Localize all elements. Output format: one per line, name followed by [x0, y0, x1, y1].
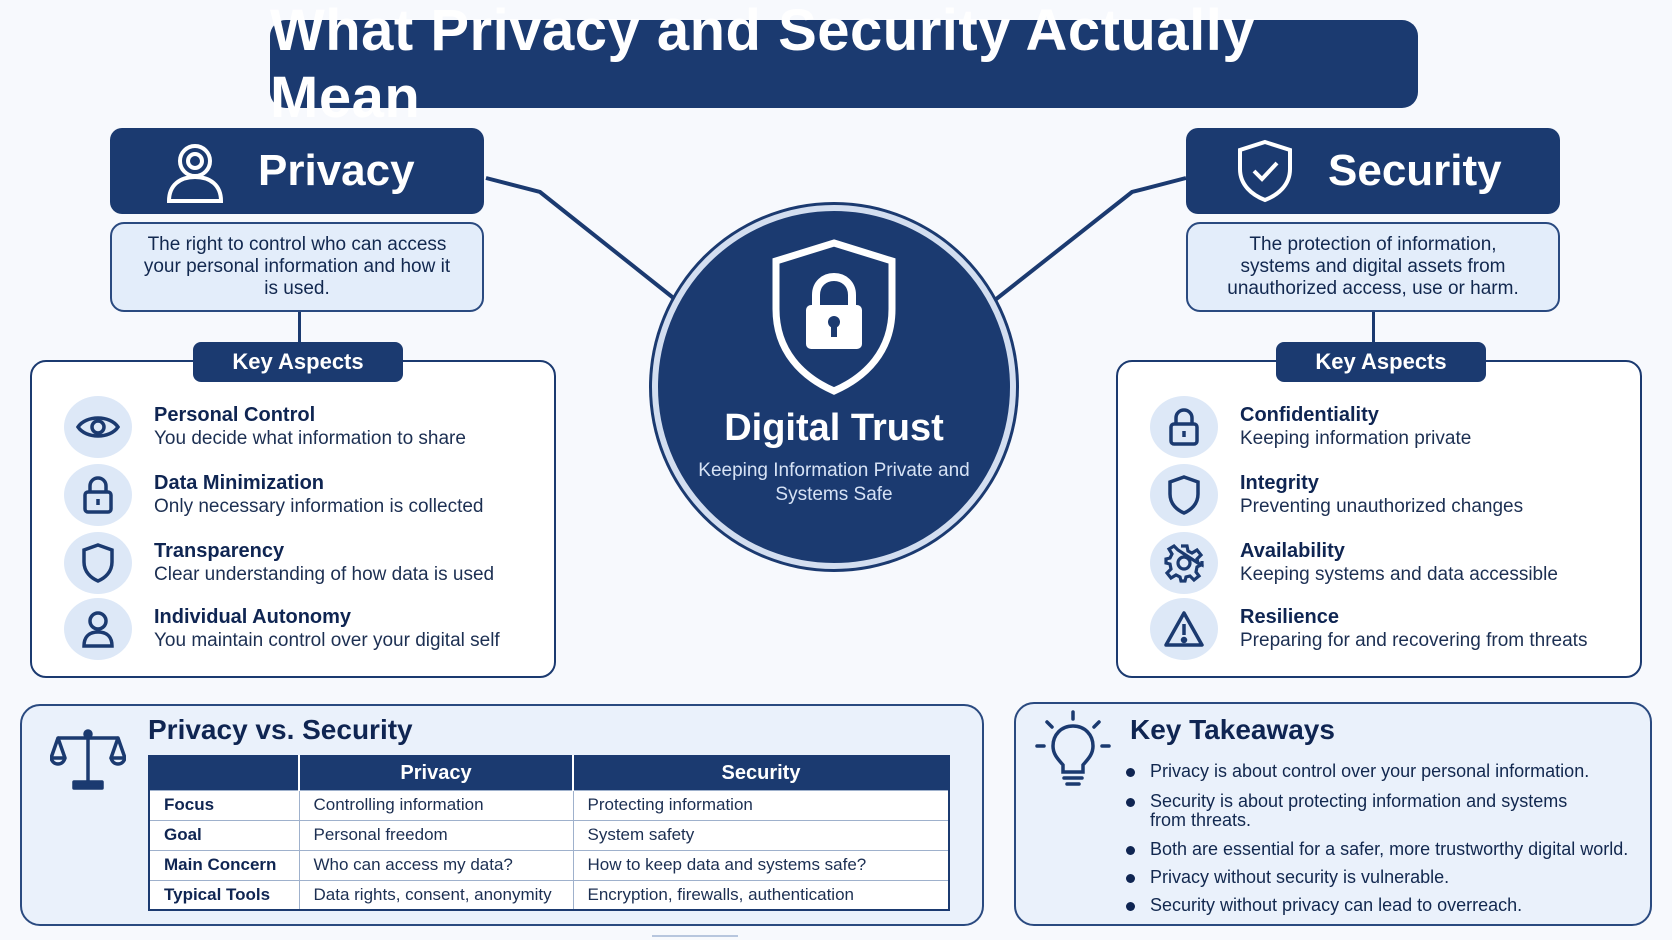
privacy-cell: Personal freedom	[299, 819, 574, 850]
table-header: Privacy	[299, 756, 574, 790]
warning-icon	[1150, 598, 1218, 660]
shield-check-icon	[1232, 138, 1298, 204]
aspect-title: Integrity	[1240, 472, 1319, 494]
security-cell: Protecting information	[573, 789, 949, 820]
aspect-desc: You maintain control over your digital s…	[154, 630, 500, 651]
takeaway-item: Security is about protecting information…	[1126, 792, 1596, 830]
security-aspect: Resilience Preparing for and recovering …	[1150, 598, 1587, 660]
lock-icon	[1150, 396, 1218, 458]
aspect-desc: Keeping systems and data accessible	[1240, 564, 1558, 585]
security-aspects-title: Key Aspects	[1276, 342, 1486, 382]
privacy-label: Privacy	[258, 146, 415, 195]
privacy-aspect: Transparency Clear understanding of how …	[64, 532, 494, 594]
aspect-desc: Preparing for and recovering from threat…	[1240, 630, 1588, 651]
row-label: Goal	[149, 819, 300, 850]
aspect-title: Availability	[1240, 540, 1345, 562]
privacy-aspect: Personal Control You decide what informa…	[64, 396, 466, 458]
security-cell: Encryption, firewalls, authentication	[573, 879, 949, 910]
table-row: Typical Tools Data rights, consent, anon…	[149, 879, 949, 910]
takeaway-item: Security without privacy can lead to ove…	[1126, 896, 1628, 915]
privacy-header: Privacy	[110, 128, 484, 214]
user-icon	[64, 598, 132, 660]
person-icon	[162, 138, 228, 204]
digital-trust-circle: Digital Trust Keeping Information Privat…	[652, 205, 1016, 569]
privacy-cell: Data rights, consent, anonymity	[299, 879, 574, 910]
security-cell: System safety	[573, 819, 949, 850]
security-aspect: Availability Keeping systems and data ac…	[1150, 532, 1558, 594]
privacy-definition: The right to control who can access your…	[110, 222, 484, 312]
security-divider	[1372, 312, 1375, 344]
security-aspects-panel: Confidentiality Keeping information priv…	[1116, 360, 1642, 678]
aspect-title: Individual Autonomy	[154, 606, 352, 628]
privacy-aspects-title: Key Aspects	[193, 342, 403, 382]
security-aspect: Confidentiality Keeping information priv…	[1150, 396, 1471, 458]
privacy-aspect: Data Minimization Only necessary informa…	[64, 464, 483, 526]
table-row: Goal Personal freedom System safety	[149, 819, 949, 850]
center-title: Digital Trust	[724, 407, 944, 449]
privacy-divider	[298, 312, 301, 344]
privacy-cell: Controlling information	[299, 789, 574, 820]
table-header-row: Privacy Security	[149, 756, 949, 790]
security-label: Security	[1328, 146, 1502, 195]
aspect-title: Transparency	[154, 540, 285, 562]
aspect-desc: Preventing unauthorized changes	[1240, 496, 1524, 517]
security-header: Security	[1186, 128, 1560, 214]
aspect-title: Resilience	[1240, 606, 1339, 628]
aspect-title: Personal Control	[154, 404, 316, 426]
shield-icon	[64, 532, 132, 594]
page-title: What Privacy and Security Actually Mean	[270, 0, 1418, 130]
aspect-desc: You decide what information to share	[154, 428, 466, 449]
row-label: Main Concern	[149, 849, 300, 880]
table-header: Security	[573, 756, 949, 790]
privacy-aspect: Individual Autonomy You maintain control…	[64, 598, 500, 660]
shield-padlock-icon	[770, 239, 898, 400]
privacy-connector	[485, 176, 678, 302]
lightbulb-icon	[1034, 710, 1112, 795]
row-label: Typical Tools	[149, 879, 300, 910]
privacy-cell: Who can access my data?	[299, 849, 574, 880]
scales-icon	[49, 726, 127, 795]
gear-icon	[1150, 532, 1218, 594]
aspect-desc: Only necessary information is collected	[154, 496, 484, 517]
comparison-table: Privacy Security Focus Controlling infor…	[148, 755, 950, 911]
lock-icon	[64, 464, 132, 526]
comparison-title: Privacy vs. Security	[148, 714, 413, 745]
takeaways-panel	[1014, 702, 1652, 926]
security-connector	[993, 176, 1187, 302]
security-definition: The protection of information, systems a…	[1186, 222, 1560, 312]
aspect-desc: Keeping information private	[1240, 428, 1472, 449]
aspect-title: Confidentiality	[1240, 404, 1379, 426]
takeaway-item: Privacy without security is vulnerable.	[1126, 868, 1628, 887]
aspect-desc: Clear understanding of how data is used	[154, 564, 495, 585]
center-subtitle: Keeping Information Private and Systems …	[698, 460, 970, 505]
aspect-title: Data Minimization	[154, 472, 325, 494]
table-row: Main Concern Who can access my data? How…	[149, 849, 949, 880]
table-header	[149, 756, 300, 790]
takeaways-list: Privacy is about control over your perso…	[1126, 762, 1628, 915]
security-cell: How to keep data and systems safe?	[573, 849, 949, 880]
takeaway-item: Privacy is about control over your perso…	[1126, 762, 1628, 781]
row-label: Focus	[149, 789, 300, 820]
takeaways-title: Key Takeaways	[1130, 714, 1335, 745]
table-row: Focus Controlling information Protecting…	[149, 789, 949, 820]
eye-icon	[64, 396, 132, 458]
security-aspect: Integrity Preventing unauthorized change…	[1150, 464, 1523, 526]
shield-icon	[1150, 464, 1218, 526]
takeaway-item: Both are essential for a safer, more tru…	[1126, 840, 1628, 859]
privacy-aspects-panel: Personal Control You decide what informa…	[30, 360, 556, 678]
